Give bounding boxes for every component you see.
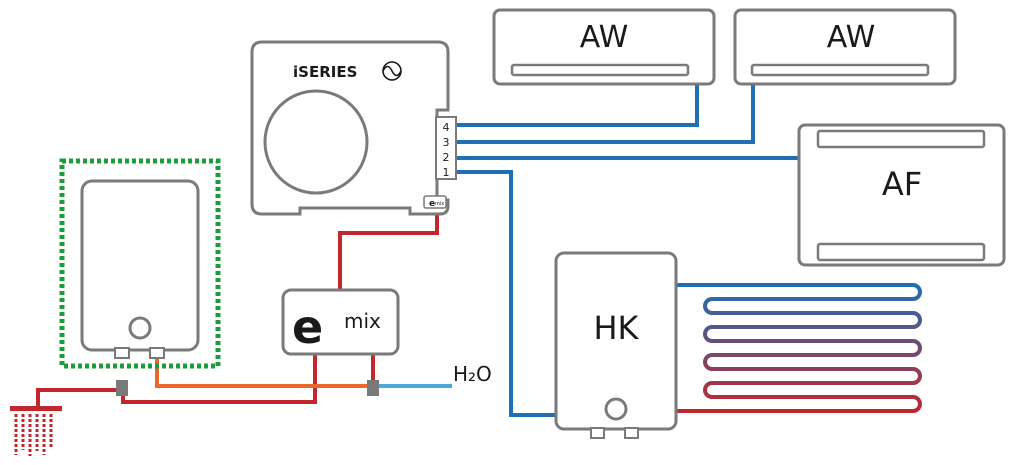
shower-head [10,406,62,456]
port-2-label: 2 [443,151,450,164]
fan-circle [263,89,369,195]
port-3-label: 3 [443,136,450,149]
emix-unit: e mix [281,288,400,356]
emix-logo-letter: e [292,300,323,354]
svg-text:iSERIES: iSERIES [293,63,357,81]
red-line-outdoor-to-emix [338,213,439,290]
af-label: AF [882,165,922,203]
emix-logo-word: mix [344,309,381,333]
brand-logo: iSERIES [293,61,402,81]
hk-indicator [604,397,628,421]
red-line-to-shower [36,388,123,408]
aw-right-label: AW [827,20,876,55]
orange-line-boiler-to-emix [155,358,377,388]
port-4-label: 4 [443,121,450,134]
valve-emix [367,380,379,396]
water-inlet-label: H₂O [453,362,492,386]
svg-text:mix: mix [435,201,444,207]
hk-label: HK [593,309,639,347]
valve-boiler [116,380,128,396]
svg-text:e: e [429,199,435,209]
line-port-4-to-aw-left [455,83,699,127]
boiler-indicator [128,316,152,340]
outdoor-unit: iSERIES 4 3 2 1 e mix [250,40,457,216]
port-panel [435,116,457,180]
boiler-unit [80,179,200,359]
refrigerant-lines [455,83,800,417]
red-line-emix-to-boiler [121,354,317,404]
af-unit: AF [797,123,1006,267]
aw-unit-right: AW [733,8,957,86]
emix-badge [423,195,447,209]
port-1-label: 1 [443,166,450,179]
line-port-3-to-aw-right [455,83,755,144]
hk-unit: HK [554,251,678,439]
floor-heating-loop [676,283,922,413]
boiler-dotted-frame [59,158,221,369]
aw-unit-left: AW [492,8,716,86]
line-port-1-to-hk [455,170,556,417]
aw-left-label: AW [580,20,629,55]
